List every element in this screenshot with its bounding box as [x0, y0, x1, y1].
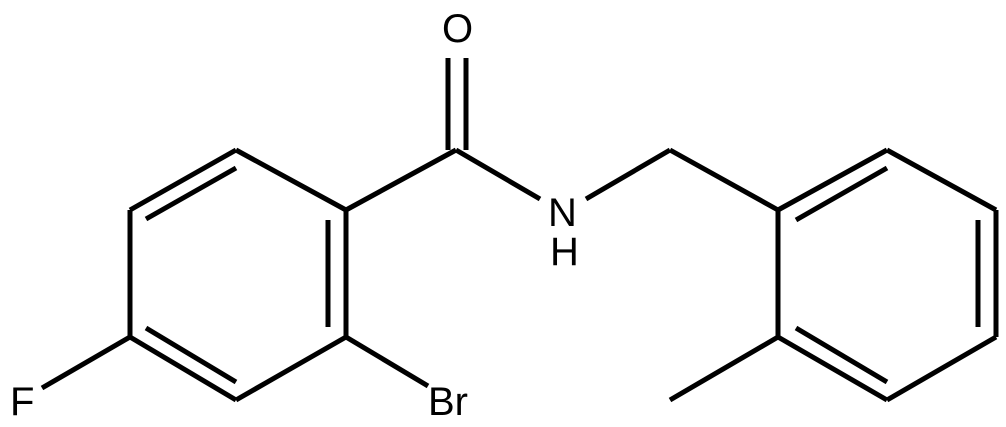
bond-n-ch2: [584, 147, 672, 202]
atom-label-n: N: [548, 191, 577, 235]
bond-ring1-bottom-left: [128, 334, 238, 403]
atom-labels: O N H F Br: [10, 7, 579, 424]
bond-c-f: [40, 334, 132, 391]
bond-ring1-top-left-inner: [144, 165, 238, 222]
bonds: [40, 58, 999, 403]
bond-ring1-top-right: [234, 147, 348, 213]
atom-label-f: F: [10, 380, 34, 424]
bond-ring1-bottom-left-inner: [144, 325, 238, 385]
atom-label-o: O: [442, 7, 473, 51]
bond-ring-carbonyl: [344, 147, 458, 213]
bond-ring2-bottom-left-inner: [794, 325, 889, 385]
bond-ring2-top-right: [885, 147, 998, 213]
bond-ring2-top-left-inner: [794, 165, 889, 223]
bond-ring2-bottom-left: [776, 334, 889, 403]
bond-c-br: [344, 334, 430, 389]
bond-ring2-bottom-right: [885, 334, 998, 403]
bond-methyl: [668, 334, 780, 403]
bond-ring2-top-left: [776, 147, 889, 213]
bond-ring1-top-left: [128, 147, 238, 213]
bond-ch2-ring2: [668, 147, 780, 213]
bond-carbonyl-n: [454, 147, 542, 202]
atom-label-h: H: [550, 230, 579, 274]
atom-label-br: Br: [428, 380, 468, 424]
bond-ring1-bottom-right: [234, 334, 348, 403]
